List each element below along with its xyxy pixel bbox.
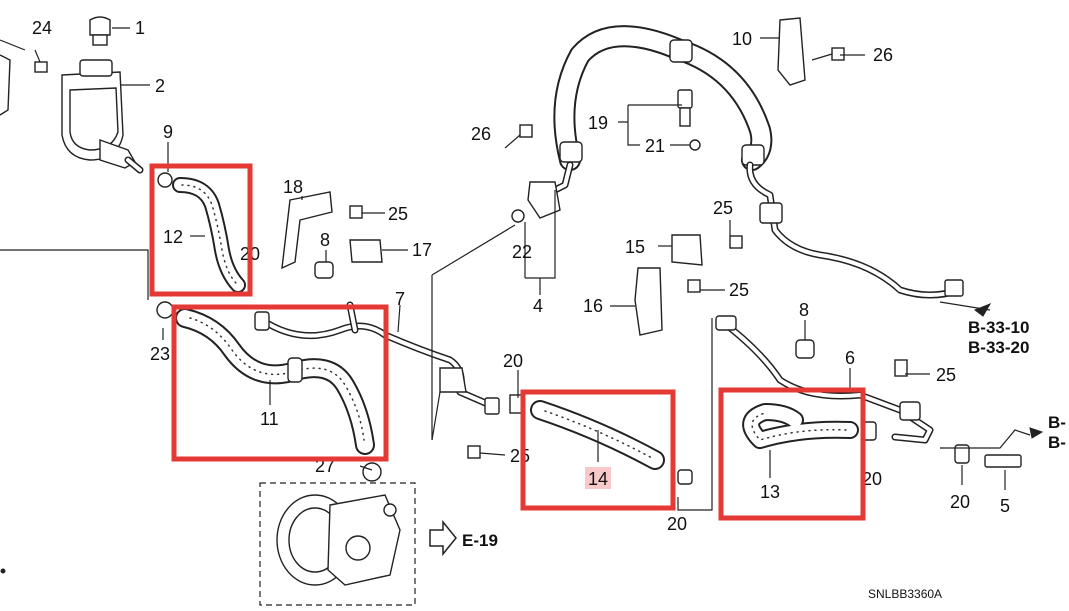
label-part-15: 15 [625,237,645,257]
reservoir-cap [89,16,111,46]
label-part-26-a: 26 [471,124,491,144]
pressure-switch-19 [677,89,693,127]
pressure-pipe-right [746,161,964,299]
bolt-26-mid [504,124,533,149]
reference-b-33: B-33-10 B-33-20 [968,302,1029,357]
label-part-17: 17 [412,240,432,260]
label-part-7: 7 [395,289,405,309]
ref-e-19: E-19 [462,531,498,550]
washer-21 [689,139,701,151]
bolt-25-a [349,205,363,219]
label-part-21: 21 [645,136,665,156]
clamp-20-c [677,469,693,485]
ref-b-right-2: B- [1048,433,1066,452]
label-part-22: 22 [512,242,532,262]
label-part-20-b: 20 [503,351,523,371]
label-part-16: 16 [583,296,603,316]
label-part-5: 5 [1000,496,1010,516]
label-part-8-a: 8 [320,230,330,250]
label-part-23: 23 [150,344,170,364]
bolt-24 [34,49,48,73]
clamp-8-b [795,339,815,359]
label-part-4: 4 [533,296,543,316]
label-part-25-a: 25 [388,204,408,224]
clamp-9 [157,172,173,188]
highlight-boxes [149,163,866,521]
label-part-1: 1 [135,18,145,38]
clamp-20-e [954,444,970,464]
hose-13 [742,403,859,449]
highlight-hose-11 [171,304,389,462]
power-steering-pump [259,462,416,606]
label-part-13: 13 [760,482,780,502]
highlight-hose-12 [149,163,253,297]
bolt-26-top [811,47,845,61]
pipe-6 [715,315,934,444]
label-part-8-b: 8 [799,300,809,320]
bolt-25-b [729,235,743,249]
label-part-20-d: 20 [862,469,882,489]
hose-12 [172,177,246,293]
label-part-20-c: 20 [667,514,687,534]
reservoir-tank [61,59,144,174]
clamp-17 [349,239,383,263]
label-part-12: 12 [163,227,183,247]
label-part-26-b: 26 [873,45,893,65]
reference-e-19: E-19 [429,519,498,557]
bracket-18 [281,191,333,270]
clamp-23 [156,301,174,319]
label-part-14-highlight [585,467,611,489]
bolt-25-d [894,359,908,377]
label-part-11: 11 [260,409,279,429]
label-part-14: 14 [588,469,608,489]
bracket-pipe-7 [431,367,467,441]
label-part-24: 24 [32,18,52,38]
label-part-18: 18 [283,177,303,197]
clamp-15 [671,234,703,266]
clamp-20-b [509,394,523,414]
label-part-6: 6 [845,348,855,368]
highlight-hose-14 [520,389,676,511]
label-part-25-e: 25 [510,446,530,466]
bracket-edge [0,39,26,51]
label-part-19: 19 [588,113,608,133]
leader-lines [112,27,1031,511]
highlight-hose-13 [718,387,866,521]
hose-11 [175,308,375,455]
label-part-2: 2 [155,76,165,96]
pressure-fitting-4 [527,181,561,219]
label-part-20-e: 20 [950,492,970,512]
label-part-25-c: 25 [729,280,749,300]
washer-22 [511,209,525,223]
ref-b-33-10: B-33-10 [968,318,1029,337]
pressure-hose-top [541,25,773,199]
bracket-10 [777,17,806,86]
bracket-16 [634,267,663,336]
reference-b-right: B- B- [1029,413,1066,452]
edge-dot [0,568,6,574]
label-part-9: 9 [163,122,173,142]
label-part-25-b: 25 [713,198,733,218]
ref-b-33-20: B-33-20 [968,338,1029,357]
diagram-code: SNLBB3360A [868,587,942,601]
label-part-25-d: 25 [936,365,956,385]
clamp-8-a [314,261,334,279]
pipe-left-return [0,249,149,300]
fitting-5 [984,454,1022,468]
hose-14 [530,400,665,470]
bolt-25-e [467,445,481,459]
label-part-10: 10 [732,29,752,49]
bracket-left [0,54,11,116]
bolt-25-c [687,279,701,293]
ref-b-right-1: B- [1048,413,1066,432]
